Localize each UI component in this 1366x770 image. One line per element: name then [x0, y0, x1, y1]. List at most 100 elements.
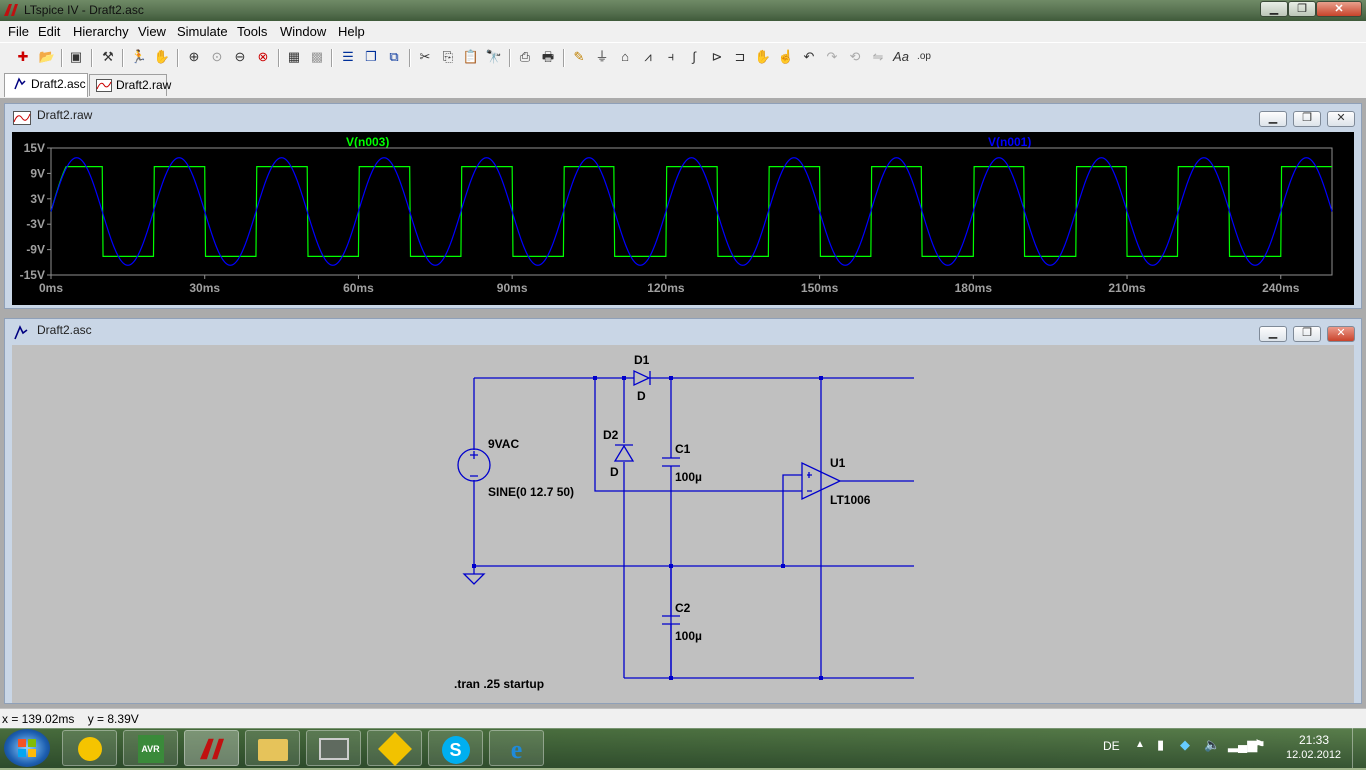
tab-draft2-raw[interactable]: Draft2.raw: [89, 74, 171, 96]
pan-icon[interactable]: ⊙: [211, 49, 223, 64]
open-icon[interactable]: 📂: [38, 49, 56, 64]
menu-tools[interactable]: Tools: [237, 24, 268, 39]
capacitor-icon[interactable]: ⫞: [667, 49, 675, 64]
copy-icon[interactable]: ⎘: [442, 49, 454, 64]
find-icon[interactable]: 🔭: [485, 49, 503, 64]
waveform-minimize-button[interactable]: ▁: [1259, 111, 1287, 127]
autorange-icon[interactable]: ▦: [287, 49, 301, 64]
legend-series-v-n003[interactable]: V(n003): [346, 135, 390, 149]
clock-date[interactable]: 12.02.2012: [1286, 749, 1342, 761]
menu-file[interactable]: File: [8, 24, 29, 39]
drag-icon[interactable]: ☝: [777, 49, 795, 64]
zoom-in-icon[interactable]: ⊕: [188, 49, 200, 64]
text-icon[interactable]: Aa: [893, 49, 909, 64]
halt-icon[interactable]: ✋: [153, 49, 171, 64]
schematic-close-button[interactable]: ✕: [1327, 326, 1355, 342]
start-button[interactable]: [4, 729, 50, 767]
resistor-icon[interactable]: ⩘: [644, 49, 652, 64]
waveform-restore-button[interactable]: ❐: [1293, 111, 1321, 127]
mirror-icon[interactable]: ⇋: [872, 49, 884, 64]
u1-model-label[interactable]: LT1006: [830, 493, 871, 507]
move-icon[interactable]: ✋: [754, 49, 772, 64]
close-window-icon[interactable]: ⧉: [389, 49, 399, 64]
dropbox-icon[interactable]: ◆: [1180, 737, 1190, 752]
network-icon[interactable]: ▂▄▆: [1228, 737, 1258, 752]
undo-icon[interactable]: ↶: [803, 49, 815, 64]
x-tick-label: 90ms: [497, 281, 528, 295]
taskbar-app-ltspice[interactable]: [184, 730, 239, 766]
tile-horizontal-icon[interactable]: ☰: [342, 49, 354, 64]
cut-icon[interactable]: ✂: [419, 49, 431, 64]
menu-help[interactable]: Help: [338, 24, 365, 39]
component-icon[interactable]: ⊐: [734, 49, 746, 64]
save-icon[interactable]: ▣: [69, 49, 83, 64]
close-button[interactable]: ✕: [1316, 1, 1362, 17]
tab-draft2-asc[interactable]: Draft2.asc: [4, 73, 88, 97]
control-panel-icon[interactable]: ⚒: [102, 49, 114, 64]
label-net-icon[interactable]: ⌂: [621, 49, 629, 64]
taskbar-app-avr[interactable]: AVR: [123, 730, 178, 766]
schematic-canvas[interactable]: D1 D D2 D C1 100µ C2 100µ 9VAC SINE(0 12…: [12, 345, 1354, 703]
taskbar-app-ie[interactable]: e: [489, 730, 544, 766]
new-schematic-icon[interactable]: ✚: [17, 49, 29, 64]
menu-simulate[interactable]: Simulate: [177, 24, 228, 39]
spice-directive-icon[interactable]: .op: [917, 51, 931, 62]
d2-model-label[interactable]: D: [610, 465, 619, 479]
d2-label[interactable]: D2: [603, 428, 619, 442]
run-icon[interactable]: 🏃: [130, 49, 148, 64]
print-preview-icon[interactable]: ⎙: [519, 49, 531, 64]
spice-directive[interactable]: .tran .25 startup: [454, 677, 545, 691]
legend-series-v-n001[interactable]: V(n001): [988, 135, 1032, 149]
schematic-restore-button[interactable]: ❐: [1293, 326, 1321, 342]
d1-model-label[interactable]: D: [637, 389, 646, 403]
taskbar-app-device[interactable]: [306, 730, 361, 766]
schematic-minimize-button[interactable]: ▁: [1259, 326, 1287, 342]
x-tick-label: 150ms: [801, 281, 839, 295]
grid-icon[interactable]: ▩: [310, 49, 324, 64]
maximize-button[interactable]: ❐: [1288, 1, 1316, 17]
y-tick-label: -3V: [26, 217, 45, 231]
redo-icon[interactable]: ↷: [826, 49, 838, 64]
u1-label[interactable]: U1: [830, 456, 846, 470]
action-center-icon[interactable]: ⚑: [1254, 737, 1266, 752]
menu-window[interactable]: Window: [280, 24, 327, 39]
rotate-icon[interactable]: ⟲: [849, 49, 861, 64]
taskbar-app-explorer[interactable]: [245, 730, 300, 766]
print-icon[interactable]: 🖶: [541, 49, 555, 64]
d1-label[interactable]: D1: [634, 353, 650, 367]
show-desktop-button[interactable]: [1352, 728, 1366, 768]
menu-view[interactable]: View: [138, 24, 166, 39]
menu-hierarchy[interactable]: Hierarchy: [73, 24, 129, 39]
y-tick-label: 9V: [30, 166, 45, 180]
inductor-icon[interactable]: ∫: [692, 49, 696, 64]
c1-label[interactable]: C1: [675, 442, 691, 456]
minimize-button[interactable]: ▁: [1260, 1, 1288, 17]
zoom-fit-icon[interactable]: ⊗: [257, 49, 269, 64]
language-indicator[interactable]: DE: [1103, 739, 1120, 753]
taskbar-app-coin[interactable]: [62, 730, 117, 766]
source-name-label[interactable]: 9VAC: [488, 437, 520, 451]
wire-icon[interactable]: ✎: [573, 49, 585, 64]
diode-icon[interactable]: ⊳: [711, 49, 723, 64]
source-value-label[interactable]: SINE(0 12.7 50): [488, 485, 575, 499]
paste-icon[interactable]: 📋: [462, 49, 480, 64]
y-tick-label: 15V: [24, 141, 45, 155]
menu-edit[interactable]: Edit: [38, 24, 61, 39]
zoom-out-icon[interactable]: ⊖: [234, 49, 246, 64]
volume-icon[interactable]: 🔈: [1204, 737, 1221, 752]
waveform-close-button[interactable]: ✕: [1327, 111, 1355, 127]
cascade-icon[interactable]: ❐: [365, 49, 377, 64]
battery-icon[interactable]: ▮: [1157, 737, 1165, 752]
ground-icon[interactable]: ⏚: [595, 49, 609, 64]
taskbar-app-skype[interactable]: S: [428, 730, 483, 766]
c1-value-label[interactable]: 100µ: [675, 470, 702, 484]
c2-label[interactable]: C2: [675, 601, 691, 615]
taskbar-app-game[interactable]: [367, 730, 422, 766]
toolbar-separator: [563, 49, 565, 67]
c2-value-label[interactable]: 100µ: [675, 629, 702, 643]
tray-expand-icon[interactable]: ▲: [1135, 739, 1145, 750]
x-tick-label: 240ms: [1262, 281, 1300, 295]
clock-time[interactable]: 21:33: [1299, 733, 1330, 747]
